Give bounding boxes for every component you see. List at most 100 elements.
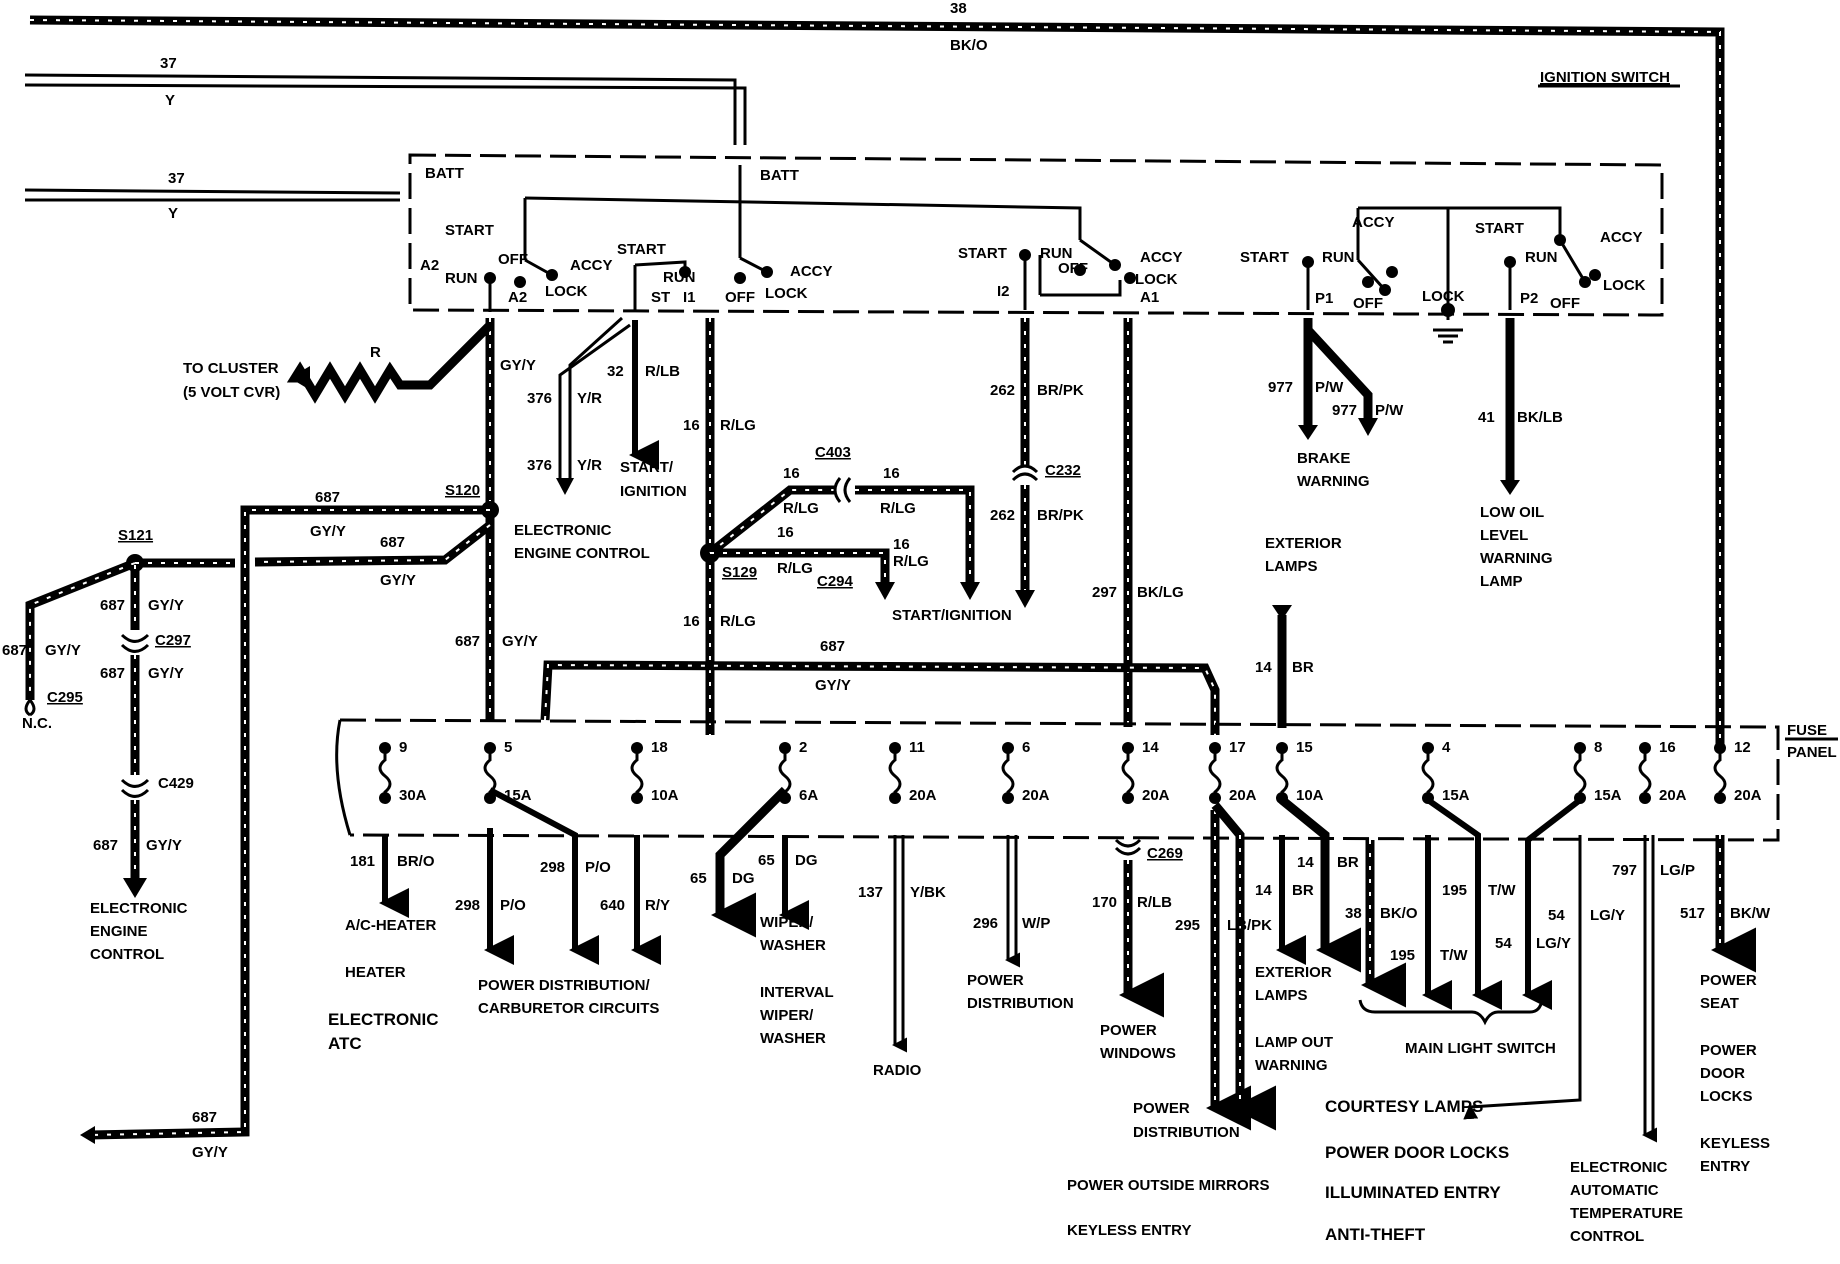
connector-c232: C232 [1045,462,1081,479]
fuse-cavity: 4 [1442,739,1451,756]
po-a: P/O [500,897,526,914]
fuse-link [1121,748,1135,796]
wire-37-lower: 37 Y [24,170,401,222]
sw5-accy: ACCY [1600,229,1643,246]
connector-c429: C429 [158,775,194,792]
fuse-terminal [631,742,643,754]
sw5-start: START [1475,220,1524,237]
sw4-accy: ACCY [1352,214,1395,231]
wire-376-color-b: Y/R [577,457,602,474]
keyless-entry: KEYLESS ENTRY [1067,1222,1191,1239]
sw3-start: START [958,245,1007,262]
gyy-s121-1: GY/Y [148,597,184,614]
sw1-a2-left: A2 [420,257,439,274]
wire-16-num-d: 16 [883,465,900,482]
fuse-cavity: 6 [1022,739,1030,756]
fuse-amperage: 20A [1659,787,1687,804]
bkw: BK/W [1730,905,1771,922]
sw3-lock: LOCK [1135,271,1178,288]
n687-main: 687 [455,633,480,650]
sw4-off: OFF [1353,295,1383,312]
fuse-cavity: 14 [1142,739,1159,756]
keyless-2: ENTRY [1700,1158,1750,1175]
pdl-3: LOCKS [1700,1088,1753,1105]
n195-a: 195 [1390,947,1415,964]
exterior-lamps-feed: EXTERIOR LAMPS 14 BR [1255,535,1342,728]
start-ign-label-1: START/ [620,459,674,476]
fuse-terminal [1209,792,1221,804]
fuse-link [1275,748,1289,796]
sw4-lock: LOCK [1422,288,1465,305]
wire-262-color-a: BR/PK [1037,382,1084,399]
sw4-p1: P1 [1315,290,1333,307]
n687-cross: 687 [820,638,845,655]
fuse-terminal [1002,792,1014,804]
keyless-1: KEYLESS [1700,1135,1770,1152]
to-cluster-label: TO CLUSTER [183,360,279,377]
n170: 170 [1092,894,1117,911]
wire-37-upper-num: 37 [160,55,177,72]
wire-16-rlg: 16 R/LG 16 R/LG S129 16 R/LG C403 16 R/L… [683,318,1012,735]
wire-262-num-a: 262 [990,382,1015,399]
splice-s129: S129 [722,564,757,581]
anti-theft: ANTI-THEFT [1325,1225,1426,1244]
fuse-cavity: 11 [909,739,925,756]
fuse-link [1573,748,1587,796]
fuse-link [630,748,644,796]
sw1-a2: A2 [508,289,527,306]
gyy-a2-color: GY/Y [500,357,536,374]
n14-a: 14 [1255,882,1272,899]
n640: 640 [600,897,625,914]
wire-41-bklb: 41 BK/LB LOW OIL LEVEL WARNING LAMP [1478,318,1563,590]
sw3-a1: A1 [1140,289,1159,306]
br-a: BR [1292,882,1314,899]
wire-37-upper: 37 Y [24,55,747,145]
wire-32-num: 32 [607,363,624,380]
n687-bottom: 687 [192,1109,217,1126]
fuse-terminal [1276,742,1288,754]
wire-977-color-b: P/W [1375,402,1404,419]
eec-left-1: ELECTRONIC [90,900,188,917]
sw1-start: START [445,222,494,239]
ext-lamps-1: EXTERIOR [1255,964,1332,981]
gyy-cross: GY/Y [815,677,851,694]
connector-c294: C294 [817,573,854,590]
wp: W/P [1022,915,1050,932]
wiper-2: WASHER [760,937,826,954]
sw2-lock: LOCK [765,285,808,302]
connector-c403: C403 [815,444,851,461]
gyy-s120-a: GY/Y [310,523,346,540]
wire-38-bko: 38 BK/O [29,0,1725,745]
gyy-s120-b: GY/Y [380,572,416,589]
n687-s120-b: 687 [380,534,405,551]
br-b: BR [1337,854,1359,871]
fuse-cavity: 2 [799,739,807,756]
pd-1: POWER [967,972,1024,989]
sw4-run: RUN [1322,249,1355,266]
splice-s121: S121 [118,527,153,544]
fuse-amperage: 20A [1734,787,1762,804]
lamp-out-1: LAMP OUT [1255,1034,1333,1051]
connector-c295: C295 [47,689,83,706]
eatc-4: CONTROL [1570,1228,1644,1245]
n65-b: 65 [758,852,775,869]
fuse-terminal [889,792,901,804]
pd-carb-2: CARBURETOR CIRCUITS [478,1000,659,1017]
ac-heater: A/C-HEATER [345,917,437,934]
fuse-terminal [1639,742,1651,754]
wire-376-color-a: Y/R [577,390,602,407]
five-volt-label: (5 VOLT CVR) [183,384,280,401]
n54-b: 54 [1548,907,1565,924]
nc-label: N.C. [22,715,52,732]
wire-297-num: 297 [1092,584,1117,601]
ry: R/Y [645,897,670,914]
fuse-2: 26A [778,739,818,804]
gyy-main: GY/Y [502,633,538,650]
